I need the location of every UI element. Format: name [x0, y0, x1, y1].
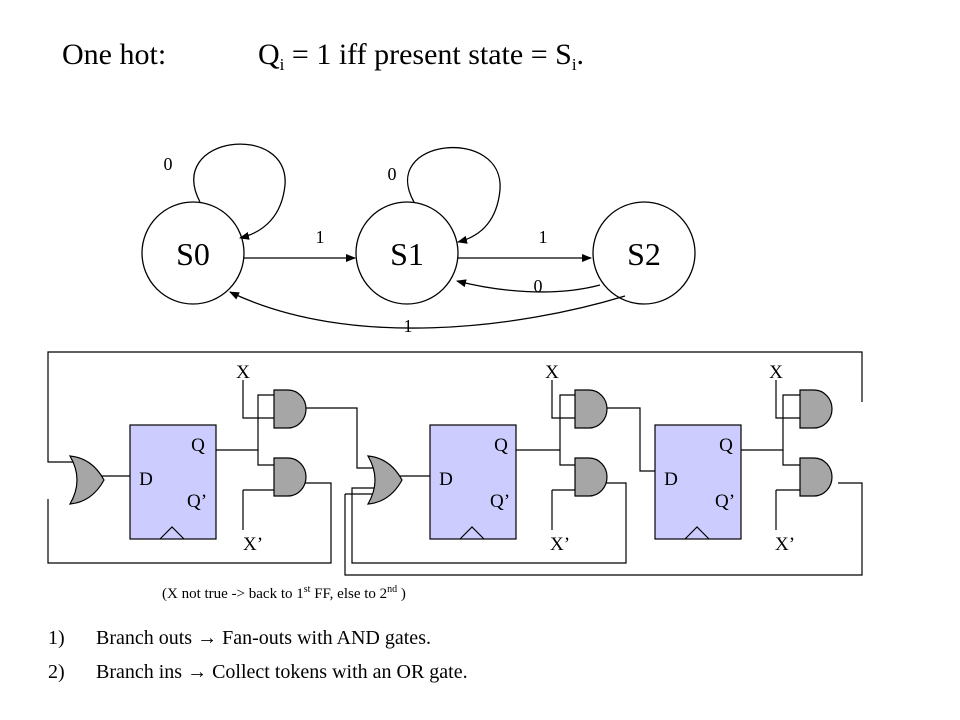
and-gate-3a: [799, 389, 833, 429]
clock-triangle-3: [684, 526, 710, 540]
arrow-icon: →: [197, 627, 218, 649]
ff3-qbar-label: Q’: [715, 491, 735, 512]
or-gate-1: [68, 455, 105, 505]
label-s2-s1: 0: [534, 276, 543, 296]
xbar-input-1: X’: [243, 534, 263, 555]
and-gate-1a: [273, 389, 307, 429]
circuit-wires: [47, 351, 863, 576]
label-s1-s2: 1: [539, 227, 548, 247]
and-gate-2a: [574, 389, 608, 429]
eq-q: Q: [258, 38, 280, 71]
eq-subscript-2: i: [571, 55, 577, 74]
list-item: 1)Branch outs → Fan-outs with AND gates.: [48, 627, 431, 649]
ff2-q-label: Q: [494, 435, 508, 456]
edge-s2-s0: [229, 291, 626, 329]
state-s1-label: S1: [390, 236, 424, 272]
state-s2-label: S2: [627, 236, 661, 272]
and-gate-1b: [273, 457, 307, 497]
title-label: One hot:: [62, 38, 167, 71]
and-gate-3b: [799, 457, 833, 497]
ff3-d-label: D: [664, 469, 678, 490]
routing-note: (X not true -> back to 1st FF, else to 2…: [162, 584, 406, 602]
ff1-qbar-label: Q’: [187, 491, 207, 512]
ff2-d-label: D: [439, 469, 453, 490]
eq-subscript: i: [279, 55, 285, 74]
label-s0-self: 0: [164, 154, 173, 174]
state-s2: [592, 201, 696, 305]
ff3-q-label: Q: [719, 435, 733, 456]
and-gate-2b: [574, 457, 608, 497]
list-number: 1): [48, 627, 65, 649]
label-s0-s1: 1: [316, 227, 325, 247]
ff2-qbar-label: Q’: [490, 491, 510, 512]
state-s0: [141, 201, 245, 305]
xbar-input-3: X’: [775, 534, 795, 555]
eq-end: .: [576, 38, 585, 71]
eq-middle: = 1 iff present state = S: [284, 38, 572, 71]
xbar-input-2: X’: [550, 534, 570, 555]
x-input-1: X: [236, 362, 250, 383]
self-loop-s0: [193, 143, 286, 240]
list-number: 2): [48, 661, 65, 683]
label-s2-s0: 1: [404, 316, 413, 336]
list-item: 2)Branch ins → Collect tokens with an OR…: [48, 661, 468, 683]
flip-flop-3: [654, 424, 742, 540]
state-s0-label: S0: [176, 236, 210, 272]
state-diagram: [141, 143, 696, 329]
arrow-icon: →: [187, 661, 208, 683]
ff1-q-label: Q: [191, 435, 205, 456]
clock-triangle-1: [159, 526, 185, 540]
x-input-2: X: [545, 362, 559, 383]
or-gate-2: [366, 455, 403, 505]
flip-flop-2: [429, 424, 517, 540]
state-s1: [355, 201, 459, 305]
label-s1-self: 0: [388, 164, 397, 184]
flip-flop-1: [129, 424, 217, 540]
ff1-d-label: D: [139, 469, 153, 490]
clock-triangle-2: [459, 526, 485, 540]
self-loop-s1: [406, 146, 501, 244]
edge-s2-s1: [456, 279, 601, 293]
x-input-3: X: [769, 362, 783, 383]
title-equation: Qi = 1 iff present state = Si.: [258, 38, 584, 75]
